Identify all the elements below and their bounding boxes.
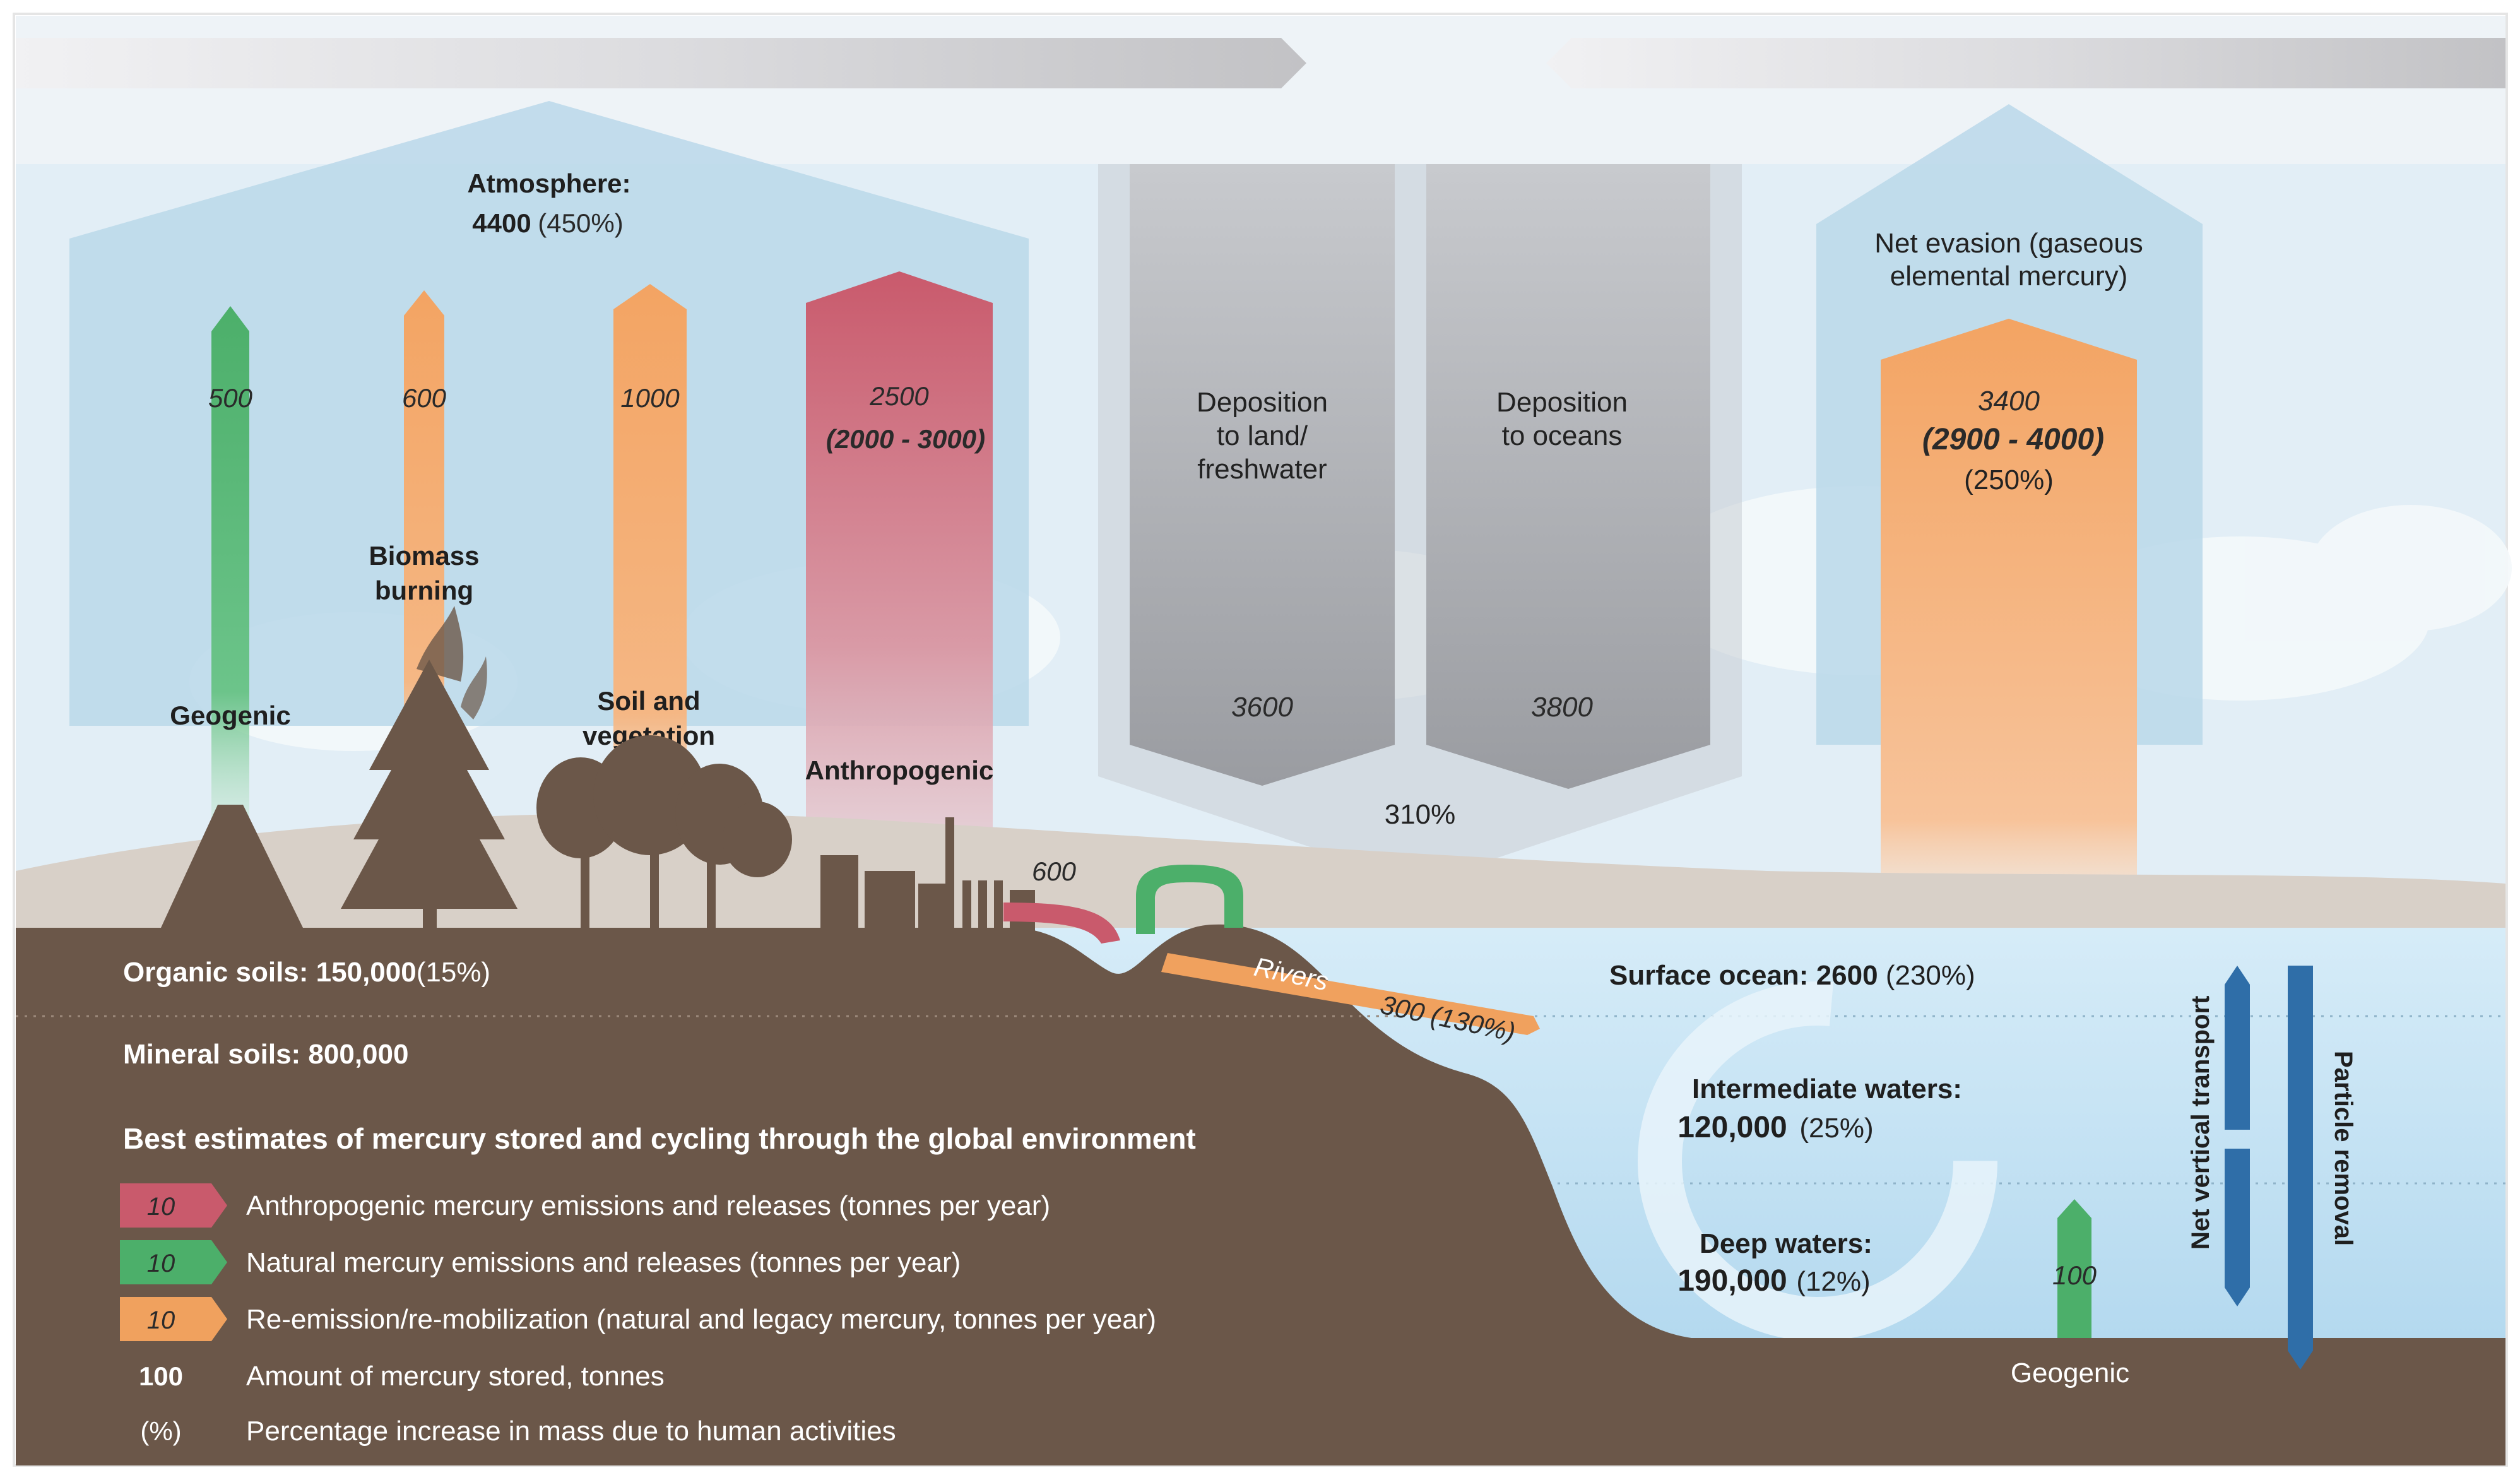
atmosphere-pct: (450%) [538,208,623,238]
biomass-value: 600 [402,383,447,413]
legend-item-5-symbol: (%) [140,1416,181,1446]
vertical-transport-label: Net vertical transport [2187,996,2215,1250]
atmosphere-value: 4400 [472,208,531,238]
trees [341,660,792,931]
header-arrow-right [1546,38,2505,88]
legend-reemission-symbol [120,1297,227,1341]
anthropogenic-label: Anthropogenic [805,755,994,785]
legend-item-4-text: Amount of mercury stored, tonnes [246,1361,665,1392]
surface-ocean-label: Surface ocean: 2600 (230%) [1609,960,1975,991]
deposition-ocean-value: 3800 [1531,692,1593,723]
legend-item-5-text: Percentage increase in mass due to human… [246,1416,896,1447]
evasion-line1: Net evasion (gaseous [1874,228,2143,259]
legend-item-4-symbol: 100 [139,1361,183,1391]
biomass-label-2: burning [375,576,473,605]
anthropogenic-value: 2500 [869,381,929,411]
intermediate-value: 120,000 [1677,1111,1787,1144]
river-output-arrow [1161,953,1540,1035]
factory [820,817,1035,931]
deposition-land-line2: to land/ [1217,420,1308,451]
ocean-geogenic-label: Geogenic [2011,1358,2129,1388]
legend-anthropogenic-symbol [120,1183,227,1228]
volcano [161,805,303,928]
particle-removal-label: Particle removal [2329,1051,2357,1246]
deep-pct: (12%) [1796,1266,1870,1297]
legend-natural-symbol [120,1240,227,1284]
soil-vegetation-arrow [613,284,687,820]
evasion-range: (2900 - 4000) [1922,423,2104,456]
legend-item-2-symbol: 10 [147,1250,175,1277]
soil-vegetation-value: 1000 [620,383,680,413]
header-arrow-left [16,38,1306,88]
deposition-pct: 310% [1385,799,1456,830]
deposition-land-arrow [1130,164,1395,786]
vertical-transport-up [2225,966,2250,1130]
ocean-geogenic-value: 100 [2052,1260,2097,1290]
deposition-land-line1: Deposition [1197,387,1328,418]
legend-item-3-text: Re-emission/re-mobilization (natural and… [246,1304,1156,1335]
mineral-soils-label: Mineral soils: 800,000 [123,1039,408,1070]
atmosphere-label: Atmosphere: [467,169,630,198]
ground [16,924,2505,1465]
particle-removal-arrow [2288,966,2313,1370]
geogenic-arrow [211,306,249,820]
ocean-geogenic-arrow [2057,1199,2091,1338]
river-arch [1136,865,1243,934]
ocean-circulation-ring [1638,981,1997,1341]
evasion-pct: (250%) [1964,465,2054,495]
deposition-ocean-line1: Deposition [1496,387,1628,418]
intermediate-label: Intermediate waters: [1692,1074,1962,1104]
deep-value: 190,000 [1677,1264,1787,1298]
legend-title: Best estimates of mercury stored and cyc… [123,1122,1196,1155]
deposition-land-value: 3600 [1231,692,1293,723]
river-input-arrow [1003,903,1120,944]
soil-vegetation-label-1: Soil and [597,686,700,716]
biomass-label-1: Biomass [369,541,479,571]
deposition-ocean-line2: to oceans [1502,420,1623,451]
legend-item-1-text: Anthropogenic mercury emissions and rele… [246,1190,1050,1221]
river-input-value: 600 [1032,856,1077,886]
legend-item-3-symbol: 10 [147,1306,175,1334]
deposition-ocean-arrow [1426,164,1710,789]
legend-item-2-text: Natural mercury emissions and releases (… [246,1247,961,1278]
evasion-line2: elemental mercury) [1890,261,2128,292]
intermediate-pct: (25%) [1799,1113,1873,1144]
deposition-land-line3: freshwater [1197,454,1327,485]
organic-soils-label: Organic soils: 150,000(15%) [123,957,490,988]
evasion-value: 3400 [1978,386,2040,417]
geogenic-label: Geogenic [170,701,290,730]
deep-label: Deep waters: [1700,1228,1872,1259]
vertical-transport-down [2225,1149,2250,1306]
anthropogenic-arrow [806,271,993,896]
anthropogenic-range: (2000 - 3000) [826,424,985,454]
evasion-arrow [1881,319,2137,909]
geogenic-value: 500 [208,383,253,413]
legend-item-1-symbol: 10 [147,1193,175,1221]
atmosphere-box [69,101,1029,726]
